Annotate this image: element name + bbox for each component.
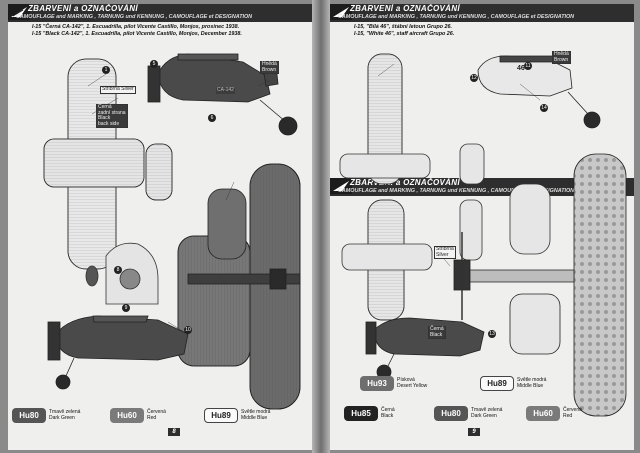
swatch-chip: Hu89 (480, 375, 514, 391)
right-callout-black: Černá Black (428, 326, 446, 339)
right-caption-en: I-15, "White 46", staff aircraft Grupo 2… (354, 31, 455, 37)
swatch-label-cz: Písková (397, 377, 415, 383)
swatch-label-cz: Černá (381, 407, 395, 413)
swatch-label-cz: Tmavě zelená (49, 409, 81, 415)
swatch-label-en: Dark Green (471, 413, 497, 419)
left-number-10: 10 (184, 326, 192, 334)
swatch-label-en: Red (147, 415, 157, 421)
right-page-number: 9 (468, 428, 480, 436)
swatch-chip: Hu80 (12, 407, 46, 423)
right-callout-silver: Stříbrná Silver (434, 246, 456, 259)
left-number-8: 8 (114, 266, 122, 274)
right-header-2-title: ZBARVENÍ a OZNAČOVÁNÍ (350, 178, 460, 187)
right-top-view-2 (341, 183, 551, 321)
left-header-title: ZBARVENÍ a OZNAČOVÁNÍ (28, 4, 138, 13)
left-number-6: 6 (208, 114, 216, 122)
right-header-subtitle: CAMOUFLAGE and MARKING , TARNUNG und KEN… (338, 14, 575, 20)
swatch-label-cz: Tmavě zelená (471, 407, 503, 413)
right-side-view-2 (365, 317, 485, 380)
swatch-label-cz: Světle modrá (241, 409, 271, 415)
swatch-label-en: Desert Yellow (397, 383, 428, 389)
swatch-label-en: Middle Blue (517, 383, 544, 389)
swatch-label-en: Black (381, 413, 394, 419)
swatch-label-en: Middle Blue (241, 415, 268, 421)
left-callout-black-back: Černá zadní strana Black back side (96, 104, 128, 128)
right-fuselage-code: 46 (517, 65, 525, 72)
swatch-chip: Hu93 (360, 375, 394, 391)
left-page-number: 8 (168, 428, 180, 436)
right-header-title: ZBARVENÍ a OZNAČOVÁNÍ (350, 4, 460, 13)
right-caption-cz: I-15, "Bílá 46", štábní letoun Grupo 26. (354, 24, 452, 30)
right-number-13: 13 (488, 330, 496, 338)
left-header: ZBARVENÍ a OZNAČOVÁNÍ CAMOUFLAGE and MAR… (8, 4, 312, 22)
left-side-view-bottom (47, 315, 189, 390)
left-number-1: 1 (102, 66, 110, 74)
swatch-chip: Hu80 (434, 405, 468, 421)
swatch-label-en: Dark Green (49, 415, 75, 421)
right-number-12: 12 (470, 74, 478, 82)
swatch-label-cz: Červená (147, 409, 166, 415)
right-number-11: 11 (524, 62, 532, 70)
left-caption-cz: I-15 "Černá CA-142", 1. Escuadrilla, pil… (32, 24, 240, 30)
brand-logo-icon (8, 4, 30, 20)
swatch-chip: Hu60 (526, 405, 560, 421)
brand-logo-icon (330, 4, 352, 20)
swatch-label-en: Red (563, 413, 573, 419)
left-detail-inset (105, 242, 159, 305)
left-upper-wing (177, 163, 301, 410)
left-tail-code: CA-142 (216, 87, 235, 94)
brand-logo-icon (330, 178, 352, 194)
left-callout-brown: Hnědá Brown (260, 61, 279, 74)
book-spine (312, 0, 330, 453)
right-header-2-subtitle: CAMOUFLAGE and MARKING , TARNUNG und KEN… (338, 188, 575, 194)
right-top-view-1 (339, 53, 485, 185)
swatch-chip: Hu85 (344, 405, 378, 421)
left-callout-silver: Stříbrná Silver (100, 86, 136, 94)
swatch-chip: Hu60 (110, 407, 144, 423)
swatch-chip: Hu89 (204, 407, 238, 423)
left-page: ZBARVENÍ a OZNAČOVÁNÍ CAMOUFLAGE and MAR… (8, 4, 312, 450)
right-callout-brown: Hnědá Brown (552, 51, 571, 64)
left-header-subtitle: CAMOUFLAGE and MARKING , TARNUNG und KEN… (16, 14, 253, 20)
right-number-14: 14 (540, 104, 548, 112)
swatch-label-cz: Červená (563, 407, 582, 413)
right-upper-wing (453, 153, 627, 417)
left-number-5: 5 (150, 60, 158, 68)
right-header: ZBARVENÍ a OZNAČOVÁNÍ CAMOUFLAGE and MAR… (330, 4, 634, 22)
right-page: ZBARVENÍ a OZNAČOVÁNÍ CAMOUFLAGE and MAR… (330, 4, 634, 450)
left-caption-en: I-15 "Black CA-142", 1. Escuadrilla, pil… (32, 31, 242, 37)
swatch-label-cz: Světle modrá (517, 377, 547, 383)
right-header-2: ZBARVENÍ a OZNAČOVÁNÍ CAMOUFLAGE and MAR… (330, 178, 634, 196)
right-aircraft-drawings (339, 53, 627, 417)
left-number-9: 9 (122, 304, 130, 312)
left-side-view-top (147, 53, 298, 136)
right-side-view-1 (477, 55, 601, 129)
